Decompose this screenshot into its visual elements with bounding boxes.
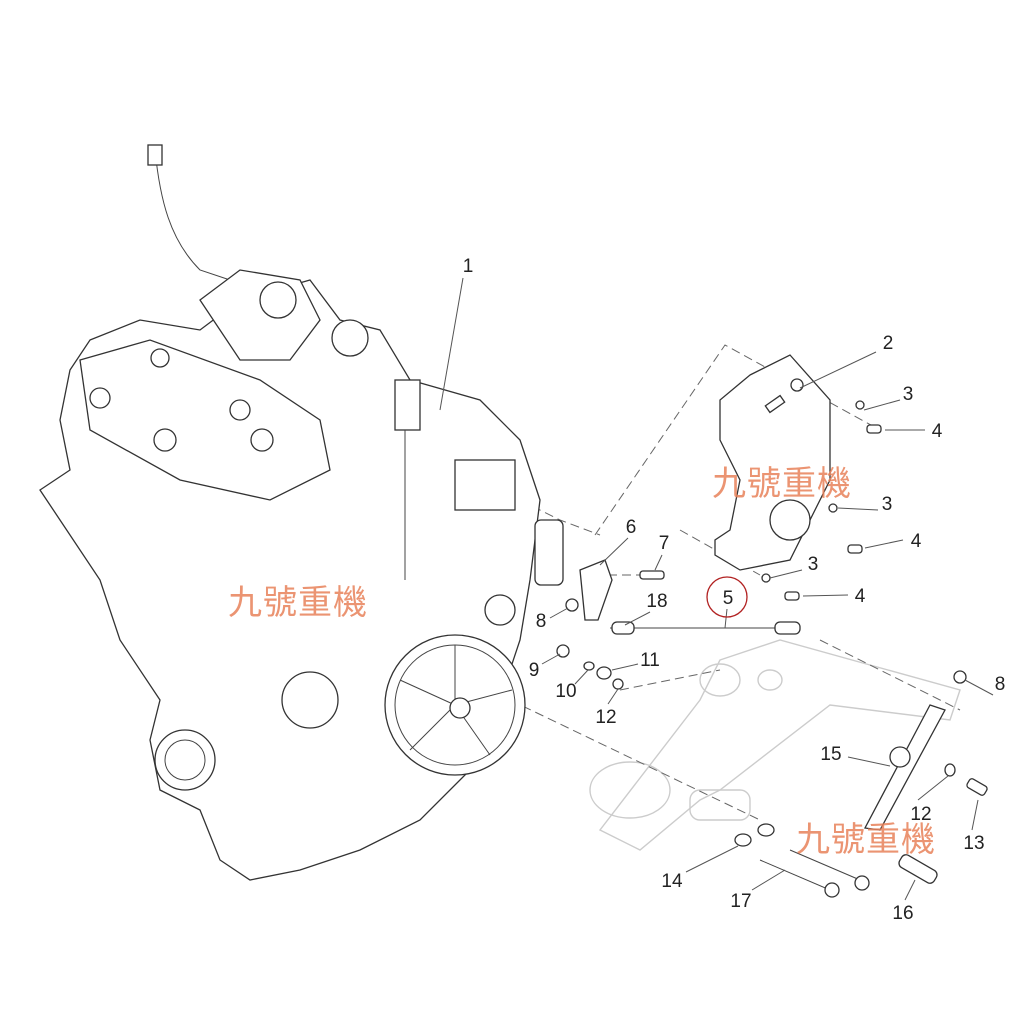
engine-assembly bbox=[39, 144, 564, 881]
callout-6: 6 bbox=[626, 517, 637, 538]
callout-14: 14 bbox=[661, 871, 683, 892]
callout-3: 3 bbox=[808, 554, 819, 575]
callout-5: 5 bbox=[723, 588, 734, 609]
assembly-dashed-lines bbox=[509, 344, 961, 821]
watermark: 九號重機 bbox=[796, 820, 936, 860]
sprocket-cover bbox=[714, 354, 831, 571]
watermark: 九號重機 bbox=[228, 583, 368, 623]
callout-12: 12 bbox=[910, 804, 931, 825]
callout-18: 18 bbox=[646, 591, 667, 612]
callout-3: 3 bbox=[882, 494, 893, 515]
callout-13: 13 bbox=[963, 833, 984, 854]
callout-7: 7 bbox=[659, 533, 670, 554]
callout-9: 9 bbox=[529, 660, 540, 681]
callout-10: 10 bbox=[555, 681, 576, 702]
callout-4: 4 bbox=[855, 586, 866, 607]
watermark: 九號重機 bbox=[712, 464, 852, 504]
callout-4: 4 bbox=[911, 531, 922, 552]
footrest-bracket-ghost bbox=[589, 639, 961, 851]
callout-11: 11 bbox=[640, 650, 660, 671]
callout-1: 1 bbox=[463, 256, 474, 277]
callout-3: 3 bbox=[903, 384, 914, 405]
callout-2: 2 bbox=[883, 333, 894, 354]
hardware-parts bbox=[556, 400, 988, 898]
callout-17: 17 bbox=[730, 891, 751, 912]
callout-4: 4 bbox=[932, 421, 943, 442]
highlight-circle bbox=[706, 576, 748, 618]
callout-8: 8 bbox=[536, 611, 547, 632]
callout-15: 15 bbox=[820, 744, 841, 765]
callout-8: 8 bbox=[995, 674, 1006, 695]
leader-lines bbox=[439, 277, 994, 901]
callout-16: 16 bbox=[892, 903, 913, 924]
callout-12: 12 bbox=[595, 707, 616, 728]
